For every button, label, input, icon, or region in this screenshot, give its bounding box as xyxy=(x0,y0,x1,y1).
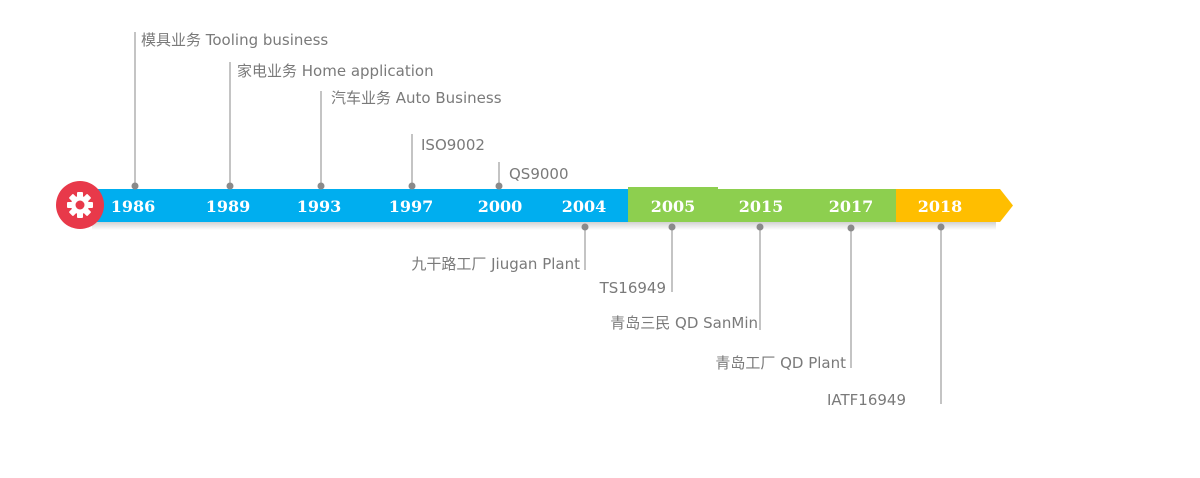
event-label-2017: 青岛工厂 QD Plant xyxy=(715,354,846,372)
year-label-2015: 2015 xyxy=(739,197,784,216)
timeline-bar-shadow xyxy=(92,222,996,230)
event-2015: 青岛三民 QD SanMin xyxy=(610,223,764,332)
event-2018: IATF16949 xyxy=(827,223,945,409)
year-label-1993: 1993 xyxy=(297,197,342,216)
event-1986: 模具业务 Tooling business xyxy=(131,31,328,190)
timeline-segment-green-highlight xyxy=(628,187,718,189)
event-label-2015: 青岛三民 QD SanMin xyxy=(610,314,758,332)
event-label-2018: IATF16949 xyxy=(827,391,906,409)
event-label-1989: 家电业务 Home application xyxy=(237,62,434,80)
event-label-1997: ISO9002 xyxy=(421,136,485,154)
event-label-2005: TS16949 xyxy=(599,279,666,297)
event-label-1993: 汽车业务 Auto Business xyxy=(331,89,502,107)
event-label-2004: 九干路工厂 Jiugan Plant xyxy=(411,255,580,273)
year-label-2017: 2017 xyxy=(829,197,874,216)
year-label-2018: 2018 xyxy=(918,197,963,216)
year-label-1997: 1997 xyxy=(389,197,434,216)
events-above: 模具业务 Tooling business 家电业务 Home applicat… xyxy=(131,31,569,190)
year-label-1986: 1986 xyxy=(111,197,156,216)
event-1993: 汽车业务 Auto Business xyxy=(317,89,502,190)
event-1997: ISO9002 xyxy=(408,134,485,190)
event-2017: 青岛工厂 QD Plant xyxy=(715,224,855,372)
events-below: 九干路工厂 Jiugan Plant TS16949 青岛三民 QD SanMi… xyxy=(411,223,945,409)
event-label-1986: 模具业务 Tooling business xyxy=(141,31,328,49)
year-label-2000: 2000 xyxy=(478,197,523,216)
timeline-segment-green xyxy=(628,189,896,222)
timeline-segment-blue xyxy=(92,189,628,222)
event-label-2000: QS9000 xyxy=(509,165,569,183)
event-2000: QS9000 xyxy=(495,162,569,190)
year-label-2004: 2004 xyxy=(562,197,607,216)
event-1989: 家电业务 Home application xyxy=(226,62,434,190)
timeline-segment-yellow xyxy=(896,189,1013,222)
year-labels: 1986 1989 1993 1997 2000 2004 2005 2015 … xyxy=(111,197,963,216)
year-label-1989: 1989 xyxy=(206,197,251,216)
gear-icon xyxy=(56,181,104,229)
year-label-2005: 2005 xyxy=(651,197,696,216)
event-2005: TS16949 xyxy=(599,223,676,297)
event-2004: 九干路工厂 Jiugan Plant xyxy=(411,223,589,273)
